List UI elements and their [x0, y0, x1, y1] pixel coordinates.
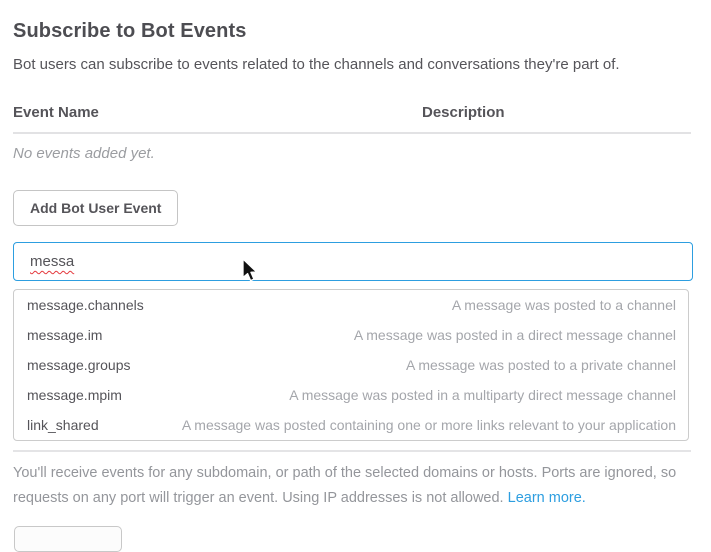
intro-text: Bot users can subscribe to events relate… [13, 56, 620, 73]
suggestion-description: A message was posted in a multiparty dir… [289, 387, 676, 403]
suggestion-description: A message was posted containing one or m… [181, 417, 676, 433]
suggestion-name: message.im [27, 327, 103, 343]
footer-note: You'll receive events for any subdomain,… [13, 461, 693, 511]
suggestion-message-mpim[interactable]: message.mpim A message was posted in a m… [14, 380, 688, 410]
event-search-input-value: messa [30, 253, 75, 270]
suggestion-link-shared[interactable]: link_shared A message was posted contain… [14, 410, 688, 440]
section-divider [13, 450, 691, 452]
add-bot-user-event-button[interactable]: Add Bot User Event [13, 190, 179, 226]
suggestion-message-im[interactable]: message.im A message was posted in a dir… [14, 320, 688, 350]
suggestion-message-groups[interactable]: message.groups A message was posted to a… [14, 350, 688, 380]
suggestion-name: link_shared [27, 417, 99, 433]
column-header-event-name: Event Name [13, 104, 99, 121]
suggestion-description: A message was posted in a direct message… [353, 327, 676, 343]
event-suggestions-dropdown: message.channels A message was posted to… [13, 289, 689, 441]
suggestion-description: A message was posted to a channel [451, 297, 676, 313]
table-divider [13, 132, 691, 134]
page-title: Subscribe to Bot Events [13, 20, 247, 42]
suggestion-description: A message was posted to a private channe… [405, 357, 676, 373]
event-search-input[interactable]: messa [13, 242, 693, 281]
footer-note-line1: You'll receive events for any subdomain,… [13, 465, 677, 481]
subscribe-bot-events-section: Subscribe to Bot Events Bot users can su… [13, 20, 693, 511]
partial-cutoff-button[interactable] [14, 526, 122, 552]
suggestion-message-channels[interactable]: message.channels A message was posted to… [14, 290, 688, 320]
learn-more-link[interactable]: Learn more. [507, 490, 586, 506]
suggestion-name: message.groups [27, 357, 131, 373]
suggestion-name: message.channels [27, 297, 144, 313]
events-table-header: Event Name Description [13, 104, 693, 121]
empty-state-text: No events added yet. [13, 145, 155, 162]
footer-note-line2: requests on any port will trigger an eve… [13, 490, 504, 506]
column-header-description: Description [422, 104, 505, 121]
suggestion-name: message.mpim [27, 387, 122, 403]
